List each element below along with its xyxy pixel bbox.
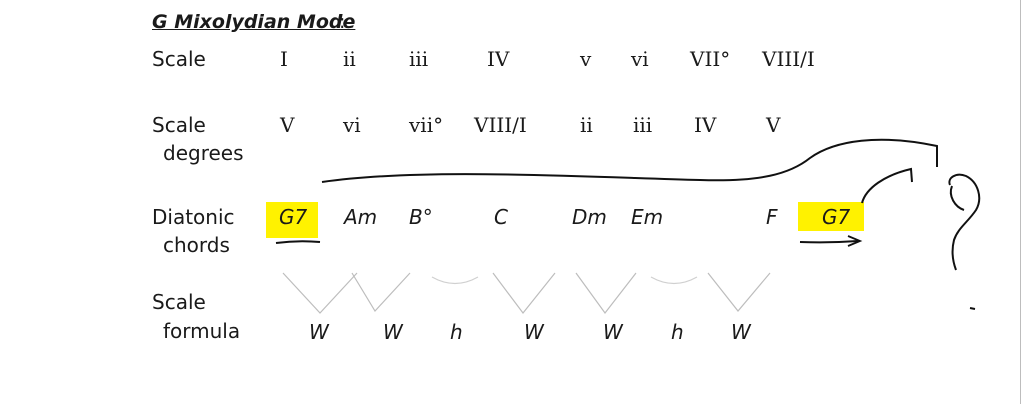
degree-numeral: ii — [580, 113, 593, 137]
label-degrees-1: Scale — [152, 113, 206, 137]
scale-numeral: ii — [343, 47, 356, 71]
chord-label: Em — [631, 205, 664, 229]
whole-step-v — [282, 272, 358, 314]
scale-numeral: v — [580, 47, 592, 71]
question-mark-stroke — [948, 173, 981, 271]
degree-numeral: VIII/I — [474, 113, 527, 137]
label-degrees-2: degrees — [163, 141, 244, 165]
scale-numeral: VIII/I — [762, 47, 815, 71]
scale-numeral: I — [280, 47, 288, 71]
step-label: h — [671, 320, 684, 344]
chord-label: C — [494, 205, 508, 229]
half-step-curve — [650, 276, 698, 285]
chord-label: G7 — [279, 205, 308, 229]
highlight-g7-last — [798, 202, 864, 231]
page-title: G Mixolydian Mode — [152, 11, 356, 33]
degree-numeral: V — [280, 113, 295, 137]
scale-numeral: IV — [487, 47, 510, 71]
highlight-g7-first — [266, 202, 318, 238]
step-label: W — [309, 320, 329, 344]
half-step-curve — [431, 276, 479, 285]
scale-numeral: vi — [631, 47, 649, 71]
label-chords-2: chords — [163, 233, 230, 257]
scale-numeral: iii — [409, 47, 429, 71]
step-label: W — [603, 320, 623, 344]
step-label: W — [383, 320, 403, 344]
chord-label: Am — [344, 205, 378, 229]
question-mark-stroke — [949, 185, 965, 211]
whole-step-v — [575, 272, 637, 315]
scale-numeral: VII° — [690, 47, 731, 71]
scrollbar-edge — [1020, 0, 1031, 404]
whole-step-v — [351, 272, 411, 312]
label-chords-1: Diatonic — [152, 205, 235, 229]
label-formula-1: Scale — [152, 290, 206, 314]
hook-stroke — [861, 167, 913, 204]
label-formula-2: formula — [163, 319, 241, 343]
step-label: W — [731, 320, 751, 344]
chord-label: B° — [409, 205, 433, 229]
degree-numeral: vi — [343, 113, 361, 137]
chord-label: F — [766, 205, 778, 229]
arrow-head — [847, 235, 863, 247]
title-colon: : — [339, 11, 346, 33]
chord-label: Dm — [572, 205, 607, 229]
whole-step-v — [707, 272, 771, 312]
dot-mark — [969, 307, 976, 310]
connecting-curve — [321, 138, 938, 183]
degree-numeral: V — [766, 113, 781, 137]
label-scale: Scale — [152, 47, 206, 71]
whole-step-v — [492, 272, 556, 314]
degree-numeral: IV — [694, 113, 717, 137]
degree-numeral: iii — [633, 113, 653, 137]
step-label: W — [524, 320, 544, 344]
underline-g7-first — [275, 240, 321, 244]
degree-numeral: vii° — [409, 113, 444, 137]
step-label: h — [450, 320, 463, 344]
chord-label: G7 — [822, 205, 851, 229]
underline-g7-last — [799, 240, 859, 244]
